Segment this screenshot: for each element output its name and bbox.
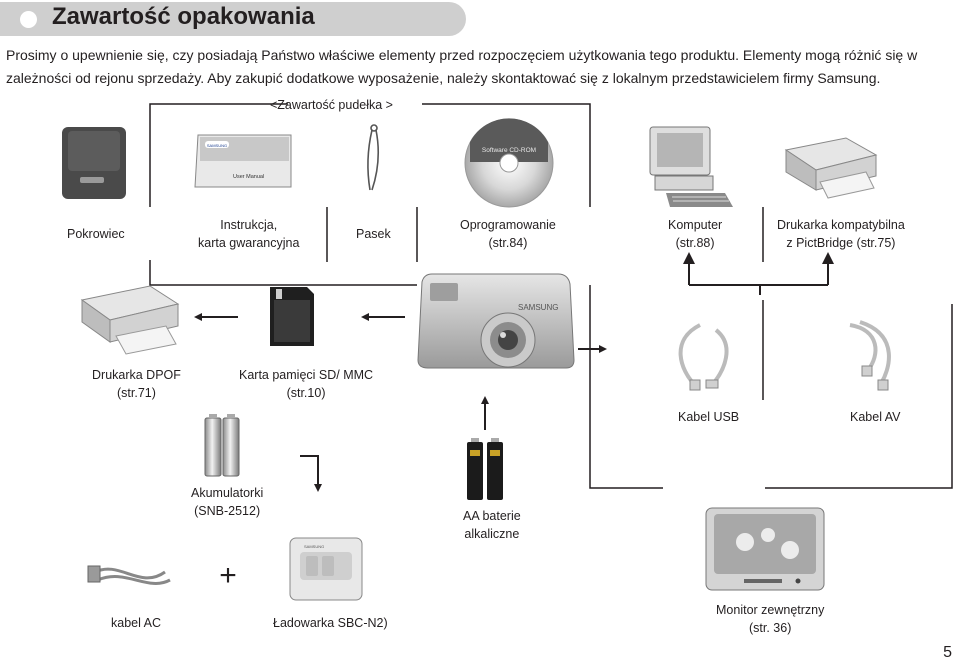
label-rechargeable-batteries: Akumulatorki (SNB-2512) <box>191 486 264 518</box>
label-software: Oprogramowanie (str.84) <box>460 218 556 250</box>
aa-batteries-icon <box>467 438 503 500</box>
cd-rom-icon: Software CD-ROM <box>464 118 554 208</box>
cable-connectors <box>688 258 829 295</box>
computer-icon <box>649 126 733 207</box>
label-dpof-printer: Drukarka DPOF (str.71) <box>92 368 181 400</box>
label-pouch: Pokrowiec <box>67 227 125 241</box>
manual-icon: SAMSUNG User Manual <box>194 134 292 188</box>
title-bar <box>0 2 466 36</box>
strap-icon <box>367 124 380 191</box>
camera-icon: SAMSUNG <box>417 273 575 369</box>
plus-sign: + <box>219 559 237 592</box>
box-dividers <box>326 207 764 262</box>
label-pictbridge-printer: Drukarka kompatybilna z PictBridge (str.… <box>777 218 905 250</box>
cables-bracket <box>589 285 953 489</box>
av-cable-icon <box>849 320 891 391</box>
arrow-up-pictbridge <box>822 252 834 264</box>
charger-icon: SAMSUNG <box>289 537 363 601</box>
label-usb-cable: Kabel USB <box>678 410 740 424</box>
arrow-up-computer <box>683 252 695 264</box>
label-aa-batteries: AA baterie alkaliczne <box>463 509 521 541</box>
label-charger: Ładowarka SBC-N2) <box>273 616 388 630</box>
page-number: 5 <box>943 644 952 661</box>
dpof-printer-icon <box>80 285 180 355</box>
label-strap: Pasek <box>356 227 391 241</box>
ac-cable-icon <box>87 565 171 585</box>
page-title: Zawartość opakowania <box>52 3 315 30</box>
label-sd-card: Karta pamięci SD/ MMC (str.10) <box>239 368 374 400</box>
label-manual: Instrukcja, karta gwarancyjna <box>198 218 300 250</box>
manual-brand: SAMSUNG <box>207 143 227 148</box>
pictbridge-printer-icon <box>784 137 878 199</box>
sd-card-icon <box>270 287 314 346</box>
box-contents-heading: <Zawartość pudełka > <box>270 98 393 112</box>
label-computer: Komputer (str.88) <box>668 218 723 250</box>
rechargeable-batteries-icon <box>204 414 240 477</box>
monitor-icon <box>705 507 825 591</box>
usb-cable-icon <box>678 323 729 391</box>
charger-brand: SAMSUNG <box>304 544 324 549</box>
label-monitor: Monitor zewnętrzny (str. 36) <box>716 603 825 635</box>
cd-label: Software CD-ROM <box>482 147 536 154</box>
pouch-icon <box>62 127 126 199</box>
label-av-cable: Kabel AV <box>850 410 901 424</box>
box-contents-bracket <box>149 103 591 286</box>
arrow-to-charger <box>300 455 322 492</box>
manual-text: User Manual <box>233 174 264 180</box>
intro-paragraph: Prosimy o upewnienie się, czy posiadają … <box>6 47 918 86</box>
label-ac-cable: kabel AC <box>111 616 162 630</box>
title-bullet-icon <box>20 11 37 28</box>
camera-brand: SAMSUNG <box>518 303 558 312</box>
